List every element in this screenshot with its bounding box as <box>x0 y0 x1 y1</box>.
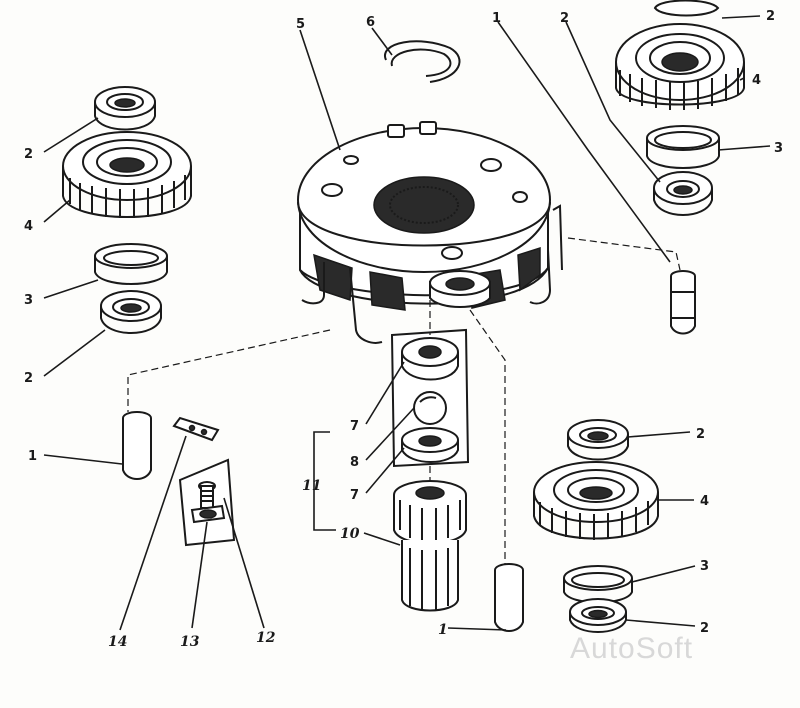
label-washer-tr: 2 <box>560 11 569 26</box>
label-carrier: 5 <box>296 17 305 32</box>
pin-bottom <box>494 563 524 632</box>
bearing-bottom-right-lower <box>569 598 627 633</box>
label-brg-r-top: 2 <box>766 9 775 24</box>
planet-carrier-5 <box>297 121 563 344</box>
label-ring: 6 <box>366 15 375 30</box>
label-s7a: 7 <box>350 419 359 434</box>
label-gear-br: 4 <box>700 494 709 509</box>
pinion-10 <box>393 480 467 612</box>
label-gear-r: 4 <box>752 73 761 88</box>
plate-14 <box>172 416 220 442</box>
label-spacer-br: 3 <box>700 559 709 574</box>
label-s7b: 7 <box>350 488 359 503</box>
spacer-top-right <box>646 125 720 169</box>
bearing-top-left <box>94 86 156 131</box>
part-labels: 5 6 1 2 2 4 3 2 4 3 2 1 7 8 7 11 10 2 4 … <box>24 9 783 650</box>
label-s8: 8 <box>350 455 359 470</box>
label-12: 12 <box>256 630 276 646</box>
bearing-top-right-partial <box>653 0 720 17</box>
satellite-stack-frame <box>390 328 470 468</box>
assembly-dashed-lines <box>127 237 681 565</box>
bearing-left-lower <box>100 290 162 334</box>
label-brg-br2: 2 <box>700 621 709 636</box>
leader-lines <box>43 15 771 631</box>
spacer-bottom-right <box>563 565 633 604</box>
label-spacer-tl: 3 <box>24 293 33 308</box>
label-pin-l: 1 <box>28 449 37 464</box>
label-spacer-r: 3 <box>774 141 783 156</box>
spacer-left <box>94 243 168 285</box>
label-pin-tr: 1 <box>492 11 501 26</box>
label-s11: 11 <box>302 478 321 494</box>
label-14: 14 <box>108 634 127 650</box>
bearing-top-right-lower <box>653 171 713 216</box>
label-pin-b: 1 <box>438 622 448 638</box>
gear-bottom-right <box>533 461 659 540</box>
pin-right <box>670 270 696 335</box>
label-brg-tl: 2 <box>24 147 33 162</box>
retaining-ring-6 <box>384 40 461 83</box>
pin-left <box>122 411 152 480</box>
fitting-12-13 <box>178 458 236 547</box>
bearing-bottom-right-top <box>567 419 629 461</box>
label-brg-br: 2 <box>696 427 705 442</box>
gear-top-left <box>62 131 192 218</box>
label-13: 13 <box>180 634 200 650</box>
gear-top-right <box>615 23 745 110</box>
label-gear-tl: 4 <box>24 219 33 234</box>
watermark: AutoSoft <box>570 632 693 665</box>
label-brg-tl2: 2 <box>24 371 33 386</box>
label-s10: 10 <box>340 526 360 542</box>
